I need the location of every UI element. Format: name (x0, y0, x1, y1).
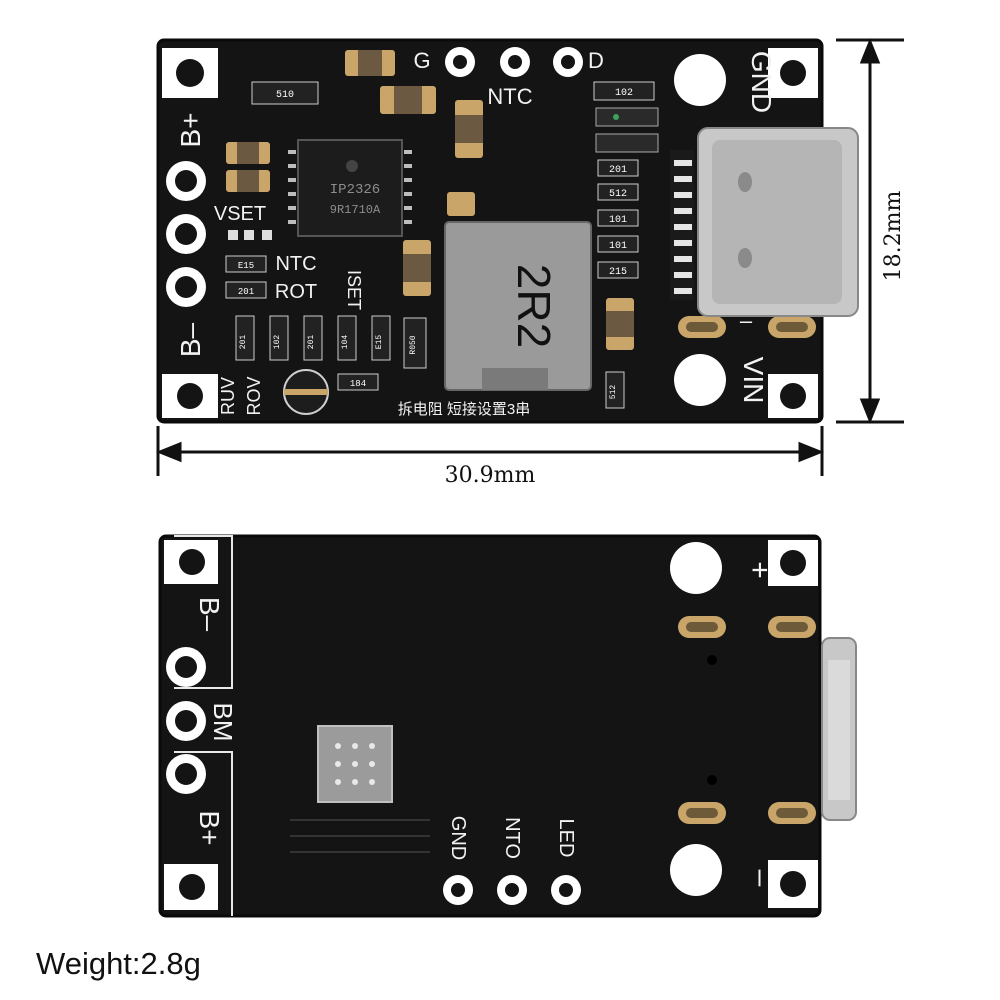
inductor-marking: 2R2 (508, 264, 560, 348)
marking-215: 215 (609, 267, 627, 278)
label-iset: ISET (344, 270, 364, 310)
left-pads (162, 48, 218, 418)
bottom-label-plus: + (743, 561, 776, 579)
label-ruv: RUV (218, 377, 238, 415)
label-rov: ROV (244, 376, 264, 415)
label-ntc-side: NTC (275, 253, 316, 275)
capacitors (226, 50, 634, 350)
label-d: D (588, 48, 604, 73)
marking-201: 201 (609, 165, 627, 176)
bottom-label-nto: NTO (501, 817, 523, 859)
label-b-plus: B+ (175, 112, 206, 147)
trim-circle (283, 369, 329, 415)
bottom-label-bm: BM (208, 703, 238, 742)
marking-201-b: 201 (238, 287, 254, 297)
ip2326-chip: IP2326 9R1710A (288, 139, 412, 237)
marking-e15-b: E15 (375, 335, 384, 350)
label-b-minus: B– (175, 322, 206, 357)
usb-c-connector (670, 127, 859, 317)
top-silkscreen: B+ B– G NTC D GND VIN – VSET NTC ROT ISE… (175, 48, 777, 418)
label-rot: ROT (275, 281, 317, 303)
marking-104: 104 (341, 335, 350, 350)
marking-e15: E15 (238, 261, 254, 271)
bottom-label-led: LED (555, 819, 577, 858)
bottom-frame-lines (174, 535, 430, 916)
chip-marking-line1: IP2326 (330, 182, 380, 198)
label-vset: VSET (214, 203, 266, 225)
dimension-height: 18.2mm (881, 191, 906, 282)
marking-101-b: 101 (609, 241, 627, 252)
bottom-right-pads (670, 540, 818, 908)
bottom-row-pads (443, 875, 581, 905)
label-usb-minus: – (740, 308, 753, 333)
label-g: G (413, 48, 430, 73)
resistors-right-column: 102 201 512 101 101 215 512 (593, 81, 659, 409)
dimension-width: 30.9mm (445, 463, 536, 488)
bottom-silkscreen: B– BM B+ + – GND NTO LED (194, 561, 778, 886)
usb-c-side (821, 637, 857, 821)
marking-201-d: 201 (307, 335, 316, 350)
bottom-label-b-plus: B+ (194, 810, 225, 845)
bottom-left-pads (164, 540, 218, 910)
thermal-pad (317, 725, 393, 803)
marking-102-b: 102 (273, 335, 282, 350)
bottom-label-b-minus: B– (194, 597, 225, 632)
inductor: 2R2 (444, 221, 592, 391)
top-pcb-board: IP2326 9R1710A 2R2 102 (156, 38, 859, 424)
chip-marking-line2: 9R1710A (330, 203, 381, 217)
marking-101-a: 101 (609, 215, 627, 226)
bottom-pcb-board: B– BM B+ + – GND NTO LED (158, 534, 857, 918)
marking-510: 510 (276, 90, 294, 101)
label-gnd: GND (746, 51, 777, 113)
right-pads (674, 48, 818, 418)
bottom-label-minus: – (745, 870, 778, 887)
marking-r050: R050 (409, 335, 418, 354)
label-ntc-top: NTC (487, 84, 532, 109)
marking-512: 512 (609, 189, 627, 200)
dimension-annotations (155, 37, 904, 476)
resistors-left: 510 E15 201 201 102 201 104 E15 R050 184 (225, 81, 427, 391)
weight-caption: Weight:2.8g (36, 946, 201, 981)
top-row-pads (445, 47, 583, 77)
marking-184: 184 (350, 379, 366, 389)
marking-512-b: 512 (609, 385, 618, 400)
vset-pads (228, 230, 272, 240)
label-chinese-note: 拆电阻 短接设置3串 (398, 401, 531, 418)
bottom-label-gnd: GND (447, 816, 469, 860)
marking-201-c: 201 (239, 335, 248, 350)
marking-102: 102 (615, 88, 633, 99)
label-vin: VIN (738, 357, 769, 404)
